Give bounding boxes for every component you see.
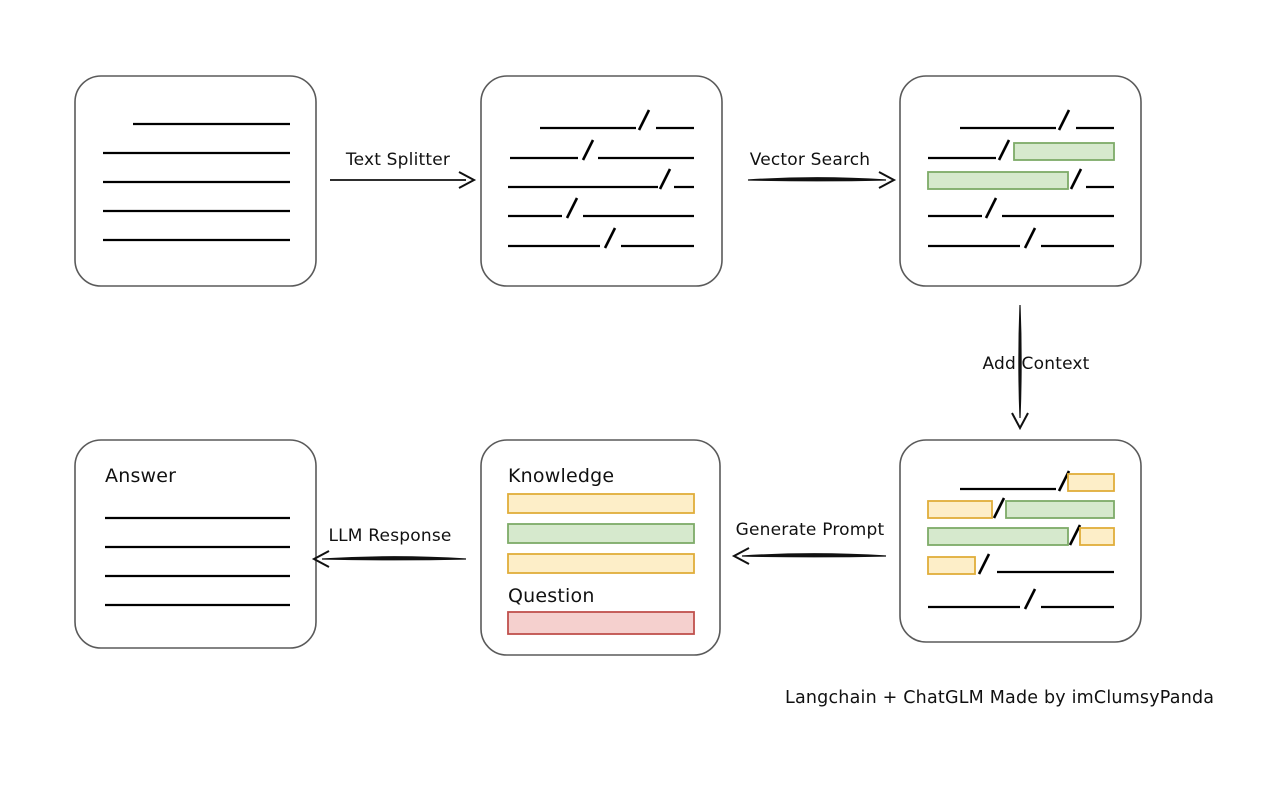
chunk-separator-4-1 [1023,227,1037,249]
prompt-bar-yellow-2 [507,553,695,574]
context-chunks-group [899,439,1142,643]
edge-vector-search-head [878,171,897,189]
edge-add-context[interactable]: Add Context [982,304,1089,431]
edge-generate-prompt-label: Generate Prompt [736,520,885,540]
edge-llm-response-shaft [321,556,467,561]
edge-text-splitter-head [458,171,477,189]
highlight-green-1-2 [1013,142,1115,161]
edge-generate-prompt[interactable]: Generate Prompt [731,520,887,565]
highlight-yellow-1-0 [927,500,993,519]
edge-llm-response-label: LLM Response [328,526,451,546]
footer-caption: Langchain + ChatGLM Made by imClumsyPand… [785,688,1214,708]
highlight-green-2-0 [927,527,1069,546]
highlight-yellow-2-2 [1079,527,1115,546]
split-chunks-group [480,75,723,287]
chunk-separator-3-1 [984,197,998,219]
highlight-yellow-3-0 [927,556,976,575]
edge-text-splitter[interactable]: Text Splitter [330,150,477,189]
highlight-yellow-0-2 [1067,473,1115,492]
chunk-separator-2-1 [1069,168,1083,190]
chunk-separator-0-1 [1057,109,1071,131]
chunk-separator-0-1 [637,109,651,131]
edge-generate-prompt-head [731,547,750,565]
answer-card[interactable] [74,439,317,649]
chunk-separator-3-1 [977,553,991,575]
edge-llm-response[interactable]: LLM Response [311,526,467,568]
edge-add-context-shaft [1018,304,1022,419]
answer-card-heading: Answer [105,465,176,487]
edge-vector-search-shaft [747,177,887,182]
edge-llm-response-head [311,550,330,568]
highlight-green-1-2 [1005,500,1115,519]
chunk-separator-4-1 [1023,588,1037,610]
edge-generate-prompt-shaft [741,553,887,558]
highlight-green-2-0 [927,171,1069,190]
prompt-heading-0: Knowledge [508,465,614,487]
source-document-group [74,75,317,287]
chunk-separator-2-1 [1068,524,1082,546]
chunk-separator-4-1 [603,227,617,249]
edge-vector-search-label: Vector Search [750,150,871,170]
prompt-bar-green-1 [507,523,695,544]
edge-add-context-head [1011,412,1029,431]
prompt-bar-yellow-0 [507,493,695,514]
prompt-bar-red-3 [507,611,695,635]
chunk-separator-1-1 [992,497,1006,519]
prompt-heading-1: Question [508,585,595,607]
chunk-separator-3-1 [565,197,579,219]
chunk-separator-1-1 [997,139,1011,161]
edge-add-context-label: Add Context [982,354,1089,374]
split-chunks[interactable] [480,75,723,287]
chunk-separator-1-1 [581,139,595,161]
answer-card-group: Answer [74,439,317,649]
matched-chunks-group [899,75,1142,287]
edge-vector-search[interactable]: Vector Search [747,150,897,189]
edge-text-splitter-label: Text Splitter [345,150,450,170]
chunk-separator-2-1 [658,168,672,190]
